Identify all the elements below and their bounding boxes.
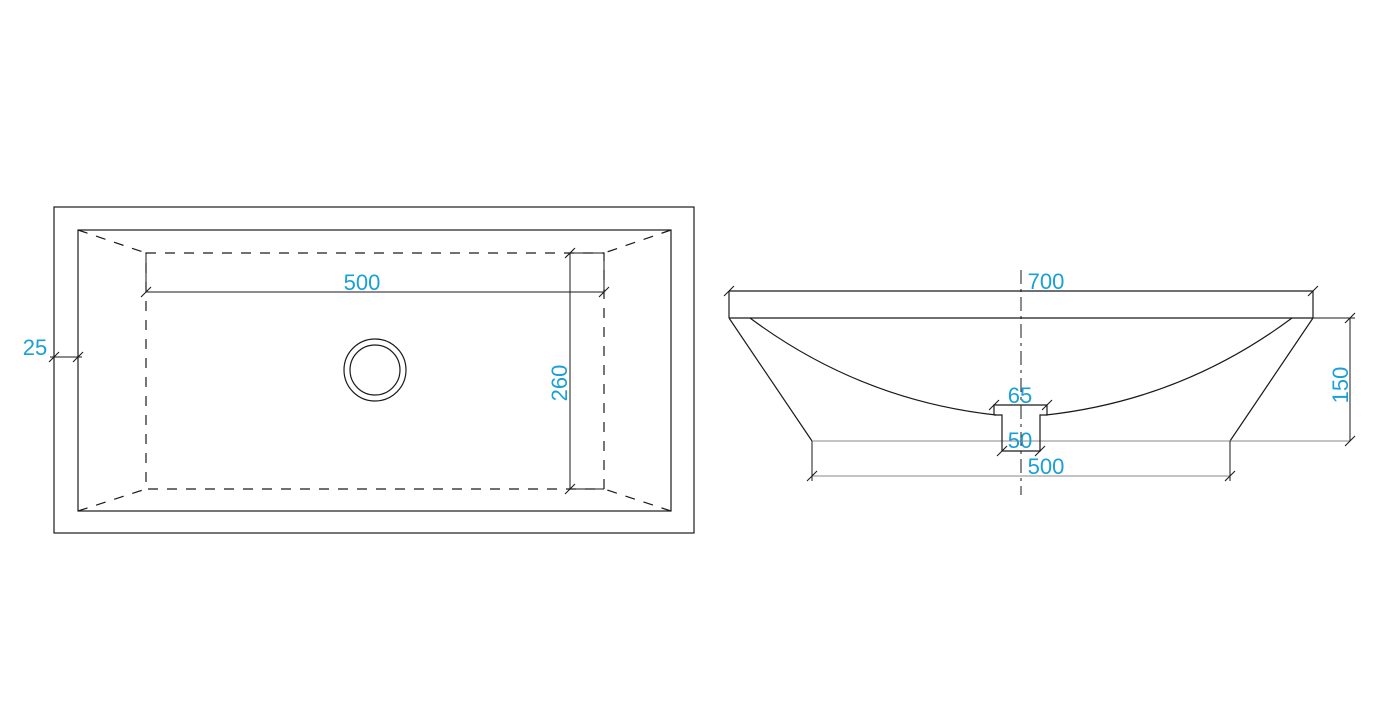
dim-50-label: 50 [1008,428,1032,453]
plan-view: 500 260 25 [23,206,695,534]
plan-basin-bottom-hidden [145,252,605,490]
plan-drain-outer [343,338,407,402]
section-basin-curve-right [1045,317,1293,416]
dim-base-label: 500 [1028,454,1065,479]
dim-700-tick-right [1307,285,1319,297]
dim-50-tick-left [996,445,1008,457]
plan-corner-line-br [603,488,672,512]
dim-700-tick-left [723,285,735,297]
dim-500-label: 500 [344,270,381,295]
plan-inner-rim [77,229,672,512]
dim-500-tick-right [598,286,610,298]
dim-500-tick-left [140,286,152,298]
dim-50-tick-right [1034,445,1046,457]
plan-corner-line-bl [77,488,147,512]
dim-150-label: 150 [1328,367,1353,404]
section-outer-wall-right [1229,317,1314,442]
section-drain-profile [993,404,1048,452]
plan-drain-inner [349,344,401,396]
dim-65-label: 65 [1008,383,1032,408]
dim-25-label: 25 [23,335,47,360]
section-basin-curve-left [749,317,997,416]
dim-260-tick-bottom [564,483,576,495]
dim-65-tick-right [1041,399,1053,411]
plan-outer-rim [53,206,695,534]
section-view: 700 150 65 50 500 [723,269,1356,495]
dim-150-tick-top [1344,312,1356,324]
plan-corner-line-tr [603,229,672,254]
dim-65-tick-left [988,399,1000,411]
dim-base-tick-right [1224,470,1236,482]
dim-260-label: 260 [547,365,572,402]
section-outer-wall-left [728,317,813,442]
dim-25-tick-left [48,351,60,363]
dim-700-label: 700 [1028,269,1065,294]
dim-150-tick-bottom [1344,435,1356,447]
dim-260-tick-top [564,247,576,259]
dim-25-tick-right [72,351,84,363]
plan-corner-line-tl [77,229,147,254]
dim-base-tick-left [806,470,818,482]
